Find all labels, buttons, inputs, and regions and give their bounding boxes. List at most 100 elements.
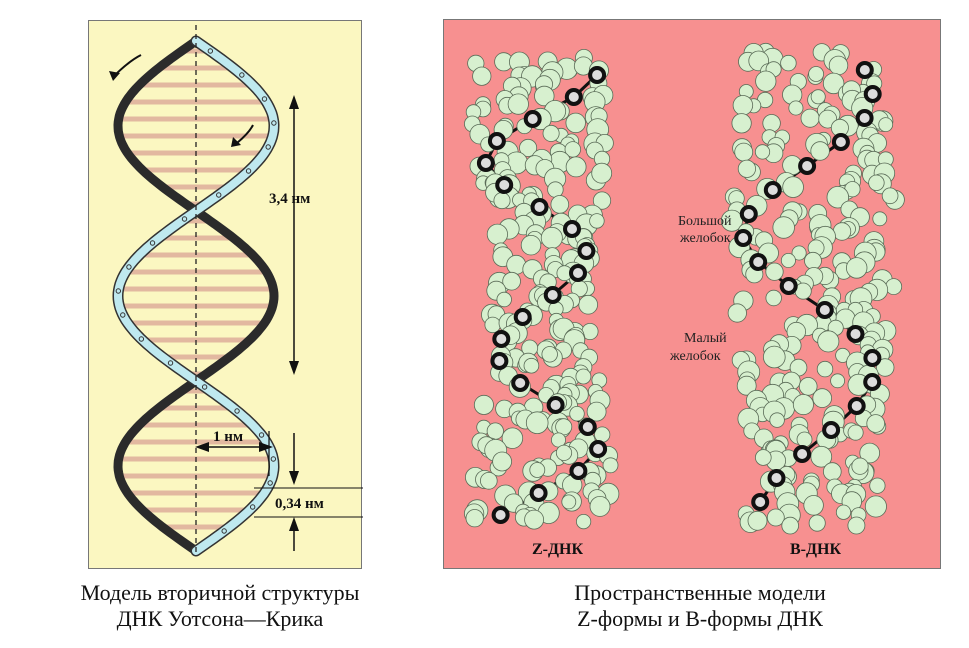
phosphate-ring [526, 112, 540, 126]
atom [530, 463, 545, 478]
atom [755, 450, 771, 466]
atom [526, 412, 548, 434]
atom [783, 177, 804, 198]
right-caption-line2: Z-формы и B-формы ДНК [500, 606, 900, 632]
phosphate-ring [497, 178, 511, 192]
phosphate-ring [546, 288, 560, 302]
rise-label: 0,34 нм [275, 496, 324, 512]
atom [556, 419, 572, 435]
phosphate-ring [591, 442, 605, 456]
atom [551, 196, 569, 214]
atom [728, 304, 746, 322]
atom [508, 94, 528, 114]
atom [782, 517, 799, 534]
atom [870, 478, 885, 493]
atom [813, 389, 832, 408]
phosphate-ring [850, 399, 864, 413]
atom [773, 217, 795, 239]
atom [763, 346, 785, 368]
phosphate-ring [479, 156, 493, 170]
atom [789, 101, 803, 115]
atom [543, 125, 559, 141]
atom [525, 510, 544, 529]
atom [809, 67, 824, 82]
atom [576, 369, 591, 384]
phosphate-ring [581, 420, 595, 434]
atom [781, 55, 797, 71]
major-groove-label-2: желобок [679, 231, 731, 246]
z-dna-label: Z-ДНК [532, 541, 583, 558]
atom [766, 290, 782, 306]
atom [732, 114, 751, 133]
atom [811, 90, 825, 104]
atom [590, 496, 610, 516]
phosphate-ring [571, 266, 585, 280]
right-caption: Пространственные модели Z-формы и B-форм… [500, 580, 900, 632]
atom [805, 252, 822, 269]
atom [882, 188, 898, 204]
atom [801, 109, 819, 127]
minor-groove-label-1: Малый [684, 331, 727, 346]
phosphate-ring [770, 471, 784, 485]
double-helix-diagram: 3,4 нм 1 нм 0,34 нм [89, 21, 363, 570]
atom [524, 358, 539, 373]
atom [811, 142, 830, 161]
watson-crick-model-panel: 3,4 нм 1 нм 0,34 нм [88, 20, 362, 569]
minor-groove-label-2: желобок [669, 349, 721, 364]
atom [466, 510, 483, 527]
phosphate-ring [513, 376, 527, 390]
phosphate-ring [590, 68, 604, 82]
phosphate-ring [782, 279, 796, 293]
atom [781, 253, 795, 267]
phosphate-ring [579, 244, 593, 258]
phosphate-ring [766, 183, 780, 197]
atom [541, 227, 562, 248]
atom [869, 175, 885, 191]
phosphate-ring [795, 447, 809, 461]
width-label: 1 нм [213, 429, 243, 445]
left-caption-line2: ДНК Уотсона—Крика [40, 606, 400, 632]
atom [566, 113, 586, 133]
atom [831, 374, 845, 388]
arrowhead-icon [289, 361, 299, 375]
atom [548, 182, 564, 198]
phosphate-ring [494, 332, 508, 346]
phosphate-ring [751, 255, 765, 269]
atom [542, 347, 558, 363]
atom [480, 472, 497, 489]
phosphate-ring [565, 222, 579, 236]
atom [829, 56, 848, 75]
phosphate-ring [742, 207, 756, 221]
arrowhead-icon [289, 95, 299, 109]
phosphate-ring [818, 303, 832, 317]
atom [756, 71, 776, 91]
b-dna-label: B-ДНК [790, 541, 841, 558]
phosphate-ring [736, 231, 750, 245]
atom [766, 263, 783, 280]
phosphate-ring [866, 87, 880, 101]
atom [848, 425, 863, 440]
arrowhead-icon [289, 517, 299, 531]
phosphate-ring [490, 134, 504, 148]
atom [494, 193, 510, 209]
atom [770, 413, 785, 428]
atom [848, 517, 865, 534]
atom [562, 495, 576, 509]
phosphate-ring [865, 351, 879, 365]
phosphate-ring [516, 310, 530, 324]
left-caption-line1: Модель вторичной структуры [40, 580, 400, 606]
atom [595, 427, 610, 442]
phosphate-ring [571, 464, 585, 478]
atom [576, 514, 590, 528]
atom [735, 143, 753, 161]
atom [592, 163, 612, 183]
atom [587, 402, 606, 421]
atom [473, 67, 491, 85]
atom [867, 415, 885, 433]
atom [755, 145, 769, 159]
atom [886, 279, 902, 295]
atom [579, 295, 598, 314]
phosphate-ring [494, 508, 508, 522]
phosphate-ring [753, 495, 767, 509]
space-filling-models-panel: Большой желобок Малый желобок Z-ДНК B-ДН… [443, 19, 941, 569]
